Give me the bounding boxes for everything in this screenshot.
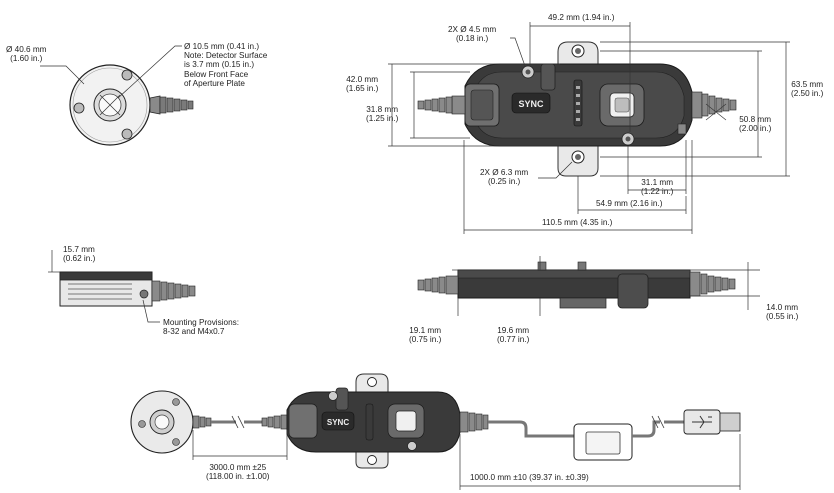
meter-top-view: SYNC xyxy=(417,41,737,177)
meter-side-view xyxy=(417,261,736,309)
sensor-cable-label: 3000.0 mm ±25 (118.00 in. ±1.00) xyxy=(206,463,270,482)
width-31-label: 31.1 mm (1.22 in.) xyxy=(641,178,674,197)
mounting-label: Mounting Provisions: 8-32 and M4x0.7 xyxy=(163,318,239,337)
front-diameter-label: Ø 40.6 mm (1.60 in.) xyxy=(6,45,47,64)
width-54-label: 54.9 mm (2.16 in.) xyxy=(596,199,663,208)
depth-19-1-label: 19.1 mm (0.75 in.) xyxy=(409,326,442,345)
height-31-label: 31.8 mm (1.25 in.) xyxy=(366,105,399,124)
large-holes-label: 2X Ø 6.3 mm (0.25 in.) xyxy=(480,168,529,187)
sensor-front-view xyxy=(40,45,194,146)
assembly-dimensions xyxy=(192,430,741,490)
sensor-side-dimensions xyxy=(48,250,160,323)
top-view-logo: SYNC xyxy=(518,99,544,109)
width-49-label: 49.2 mm (1.94 in.) xyxy=(548,13,615,22)
assembly-logo: SYNC xyxy=(327,418,349,427)
depth-14-label: 14.0 mm (0.55 in.) xyxy=(766,303,799,322)
height-63-label: 63.5 mm (2.50 in.) xyxy=(791,80,824,99)
aperture-note: Ø 10.5 mm (0.41 in.) Note: Detector Surf… xyxy=(184,42,268,88)
height-50-label: 50.8 mm (2.00 in.) xyxy=(739,115,772,134)
width-110-label: 110.5 mm (4.35 in.) xyxy=(542,218,613,227)
sensor-thickness-label: 15.7 mm (0.62 in.) xyxy=(63,245,96,264)
top-view-dimensions xyxy=(388,22,790,234)
depth-19-6-label: 19.6 mm (0.77 in.) xyxy=(497,326,530,345)
height-42-label: 42.0 mm (1.65 in.) xyxy=(346,75,379,94)
assembly-view: SYNC xyxy=(130,373,741,469)
sensor-side-view xyxy=(59,271,196,307)
usb-cable-label: 1000.0 mm ±10 (39.37 in. ±0.39) xyxy=(470,473,589,482)
meter-side-dimensions xyxy=(452,256,760,316)
usb-icon xyxy=(692,415,712,429)
small-holes-label: 2X Ø 4.5 mm (0.18 in.) xyxy=(448,25,497,44)
